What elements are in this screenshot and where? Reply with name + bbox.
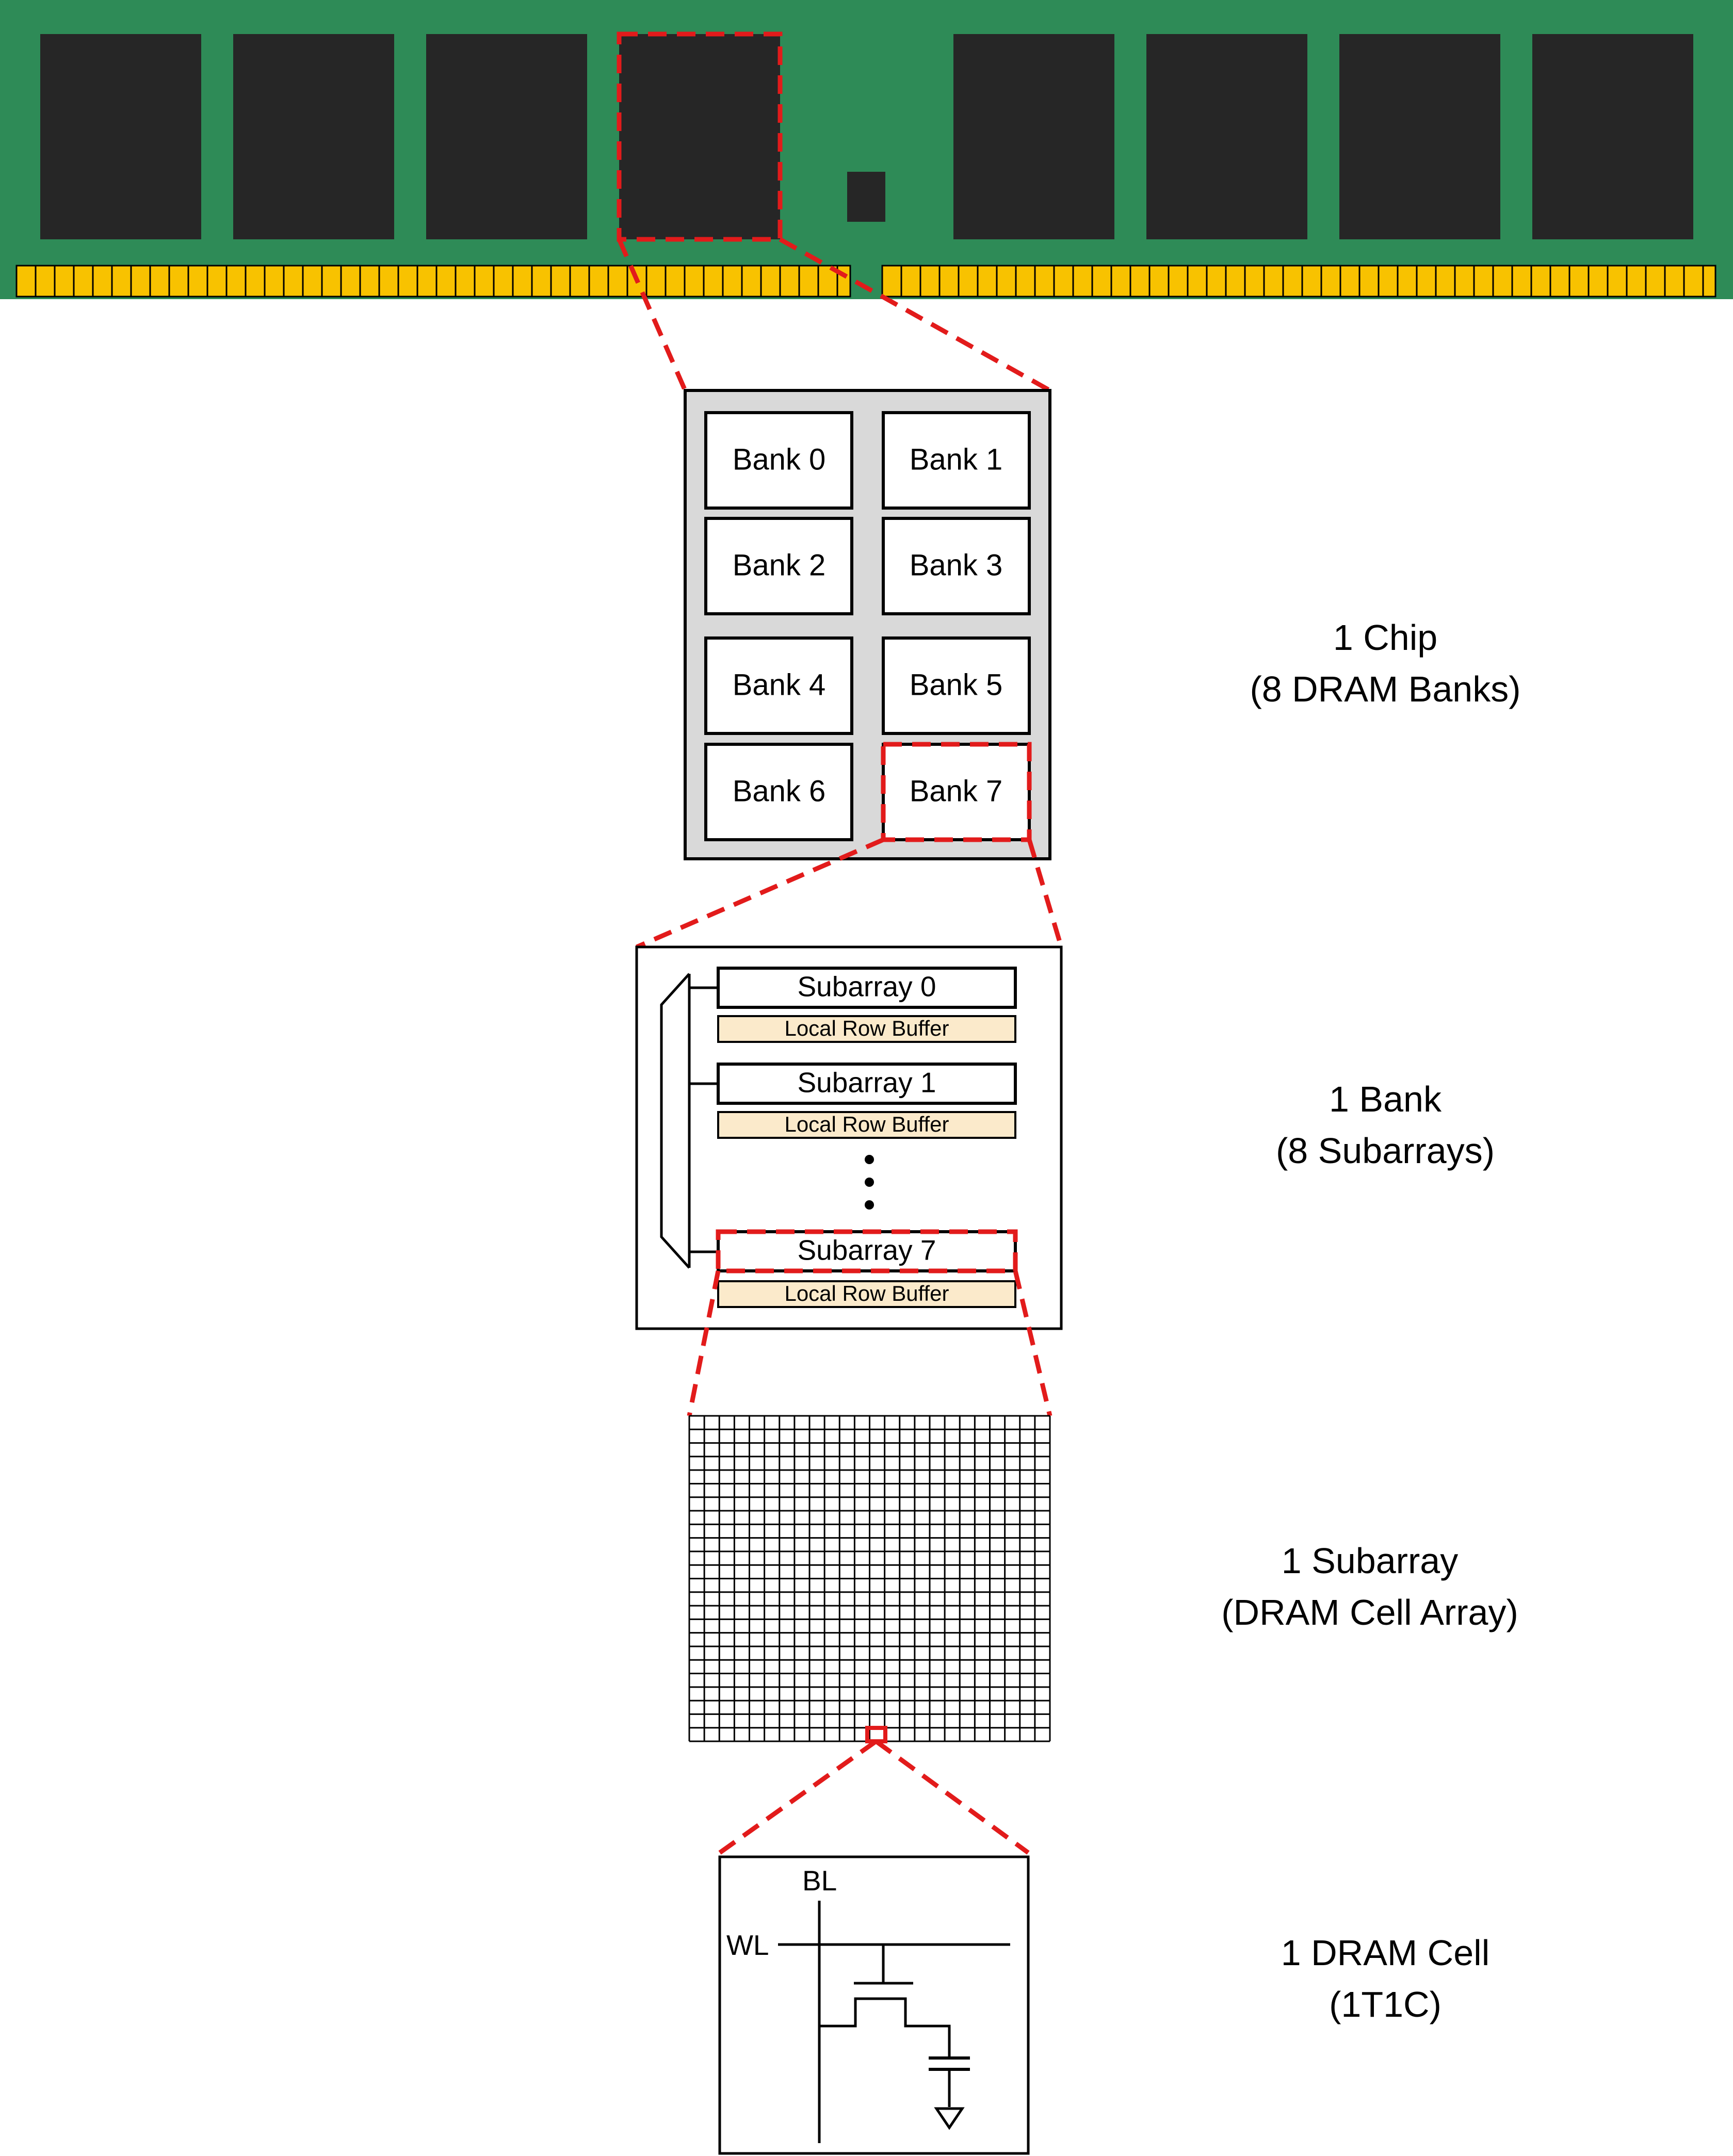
bank-box: Bank 0	[704, 411, 853, 510]
chip-caption-line2: (8 DRAM Banks)	[1250, 669, 1520, 709]
bank-label: Bank 0	[733, 443, 826, 476]
dram-chip	[233, 34, 394, 239]
subarray-box: Subarray 0	[717, 967, 1017, 1009]
pin-row-left	[15, 265, 851, 298]
row-buffer-label: Local Row Buffer	[784, 1016, 949, 1040]
bitline-label: BL	[802, 1865, 837, 1897]
dram-cell-schematic: BL WL	[718, 1855, 1030, 2155]
wordline-label: WL	[726, 1929, 769, 1961]
spd-chip	[847, 172, 885, 222]
ground-icon	[934, 2107, 965, 2130]
bank-detail: Subarray 0 Local Row Buffer Subarray 1 L…	[635, 945, 1063, 1330]
subarray-box: Subarray 7	[717, 1230, 1017, 1272]
bank-box: Bank 7	[882, 743, 1031, 841]
bank-box: Bank 5	[882, 636, 1031, 735]
dram-chip	[1146, 34, 1307, 239]
dram-chip	[953, 34, 1114, 239]
chip-zoom-highlight	[617, 31, 783, 242]
bank-box: Bank 4	[704, 636, 853, 735]
zoom-line	[636, 837, 884, 950]
zoom-line	[687, 1270, 721, 1416]
subarray-caption-line1: 1 Subarray	[1282, 1541, 1458, 1581]
bank-box: Bank 6	[704, 743, 853, 841]
local-row-buffer: Local Row Buffer	[717, 1111, 1016, 1139]
zoom-line	[1013, 1270, 1052, 1417]
cell-caption-line2: (1T1C)	[1329, 1984, 1442, 2024]
bank-label: Bank 5	[910, 668, 1003, 701]
cell-array-grid	[688, 1415, 1051, 1742]
cell-caption-line1: 1 DRAM Cell	[1281, 1933, 1490, 1973]
dram-chip	[619, 34, 780, 239]
bank-box: Bank 2	[704, 517, 853, 615]
zoom-line	[874, 1739, 1030, 1855]
transistor-channel	[819, 1997, 951, 2058]
pin-row-right	[881, 265, 1716, 298]
dram-chip	[426, 34, 587, 239]
chip-detail: Bank 0 Bank 1 Bank 2 Bank 3 Bank 4 Bank …	[684, 389, 1051, 860]
zoom-line	[779, 237, 1051, 393]
row-buffer-label: Local Row Buffer	[784, 1112, 949, 1136]
row-decoder	[660, 973, 690, 1269]
bank-label: Bank 6	[733, 774, 826, 808]
bank-label: Bank 2	[733, 548, 826, 582]
dram-chip	[1339, 34, 1500, 239]
subarray-box: Subarray 1	[717, 1063, 1017, 1105]
local-row-buffer: Local Row Buffer	[717, 1280, 1016, 1308]
subarray-label: Subarray 1	[797, 1067, 936, 1099]
bank-box: Bank 1	[882, 411, 1031, 510]
bank-label: Bank 7	[910, 774, 1003, 808]
cell-panel	[718, 1855, 1030, 2155]
dram-module	[0, 0, 1733, 299]
subarray-label: Subarray 7	[797, 1234, 936, 1266]
subarray-caption-line2: (DRAM Cell Array)	[1221, 1592, 1518, 1632]
local-row-buffer: Local Row Buffer	[717, 1015, 1016, 1043]
bank-label: Bank 3	[910, 548, 1003, 582]
ellipsis-dots	[865, 1155, 874, 1210]
chip-caption-line1: 1 Chip	[1333, 617, 1437, 658]
bank-label: Bank 1	[910, 443, 1003, 476]
bank-caption-line1: 1 Bank	[1329, 1079, 1442, 1119]
bank-zoom-highlight	[881, 742, 1032, 842]
bank-label: Bank 4	[733, 668, 826, 701]
zoom-line	[1027, 839, 1064, 948]
subarray-zoom-highlight	[716, 1229, 1018, 1273]
bank-caption-line2: (8 Subarrays)	[1276, 1131, 1495, 1171]
dram-chip	[40, 34, 201, 239]
row-buffer-label: Local Row Buffer	[784, 1281, 949, 1305]
subarray-label: Subarray 0	[797, 971, 936, 1003]
zoom-line	[718, 1739, 878, 1855]
dram-chip	[1532, 34, 1693, 239]
bank-box: Bank 3	[882, 517, 1031, 615]
